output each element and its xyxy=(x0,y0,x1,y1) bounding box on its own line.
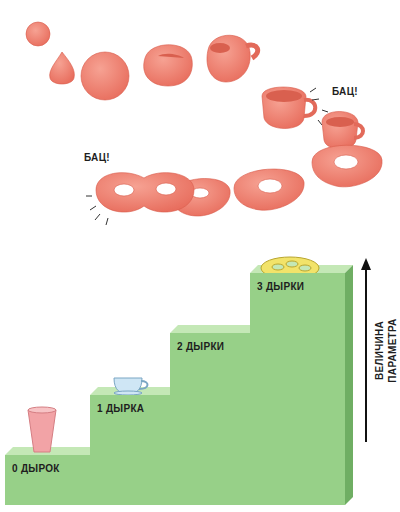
glass xyxy=(28,407,56,452)
stair-step: 2 ДЫРКИ xyxy=(170,333,250,505)
impact-sound: БАЦ! xyxy=(332,86,358,97)
stair-step: 0 ДЫРОК xyxy=(5,455,90,505)
step-label: 1 ДЫРКА xyxy=(97,403,170,414)
parameter-arrow xyxy=(361,258,371,442)
morph-sequence xyxy=(26,22,382,225)
step-label: 0 ДЫРОК xyxy=(12,463,90,474)
axis-label: ВЕЛИЧИНА ПАРАМЕТРА xyxy=(374,311,399,389)
step-label: 2 ДЫРКИ xyxy=(177,341,250,352)
stair-step: 3 ДЫРКИ xyxy=(250,273,345,505)
impact-sound: БАЦ! xyxy=(84,152,110,163)
stair-step: 1 ДЫРКА xyxy=(90,395,170,505)
teacup xyxy=(114,378,148,395)
step-label: 3 ДЫРКИ xyxy=(257,281,345,292)
staircase xyxy=(5,265,353,505)
